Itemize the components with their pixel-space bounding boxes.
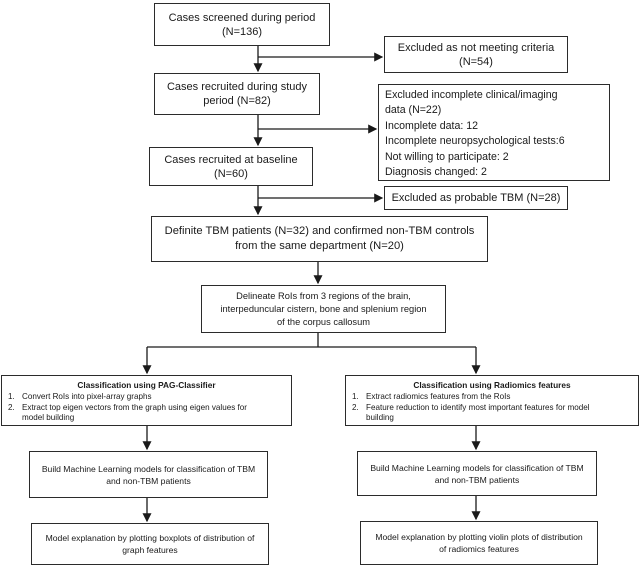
radiomics-box: Classification using Radiomics features … bbox=[345, 375, 639, 426]
step-number: 2. bbox=[8, 402, 15, 412]
left-explain-line1: Model explanation by plotting boxplots o… bbox=[45, 533, 255, 543]
right-build-line1: Build Machine Learning models for classi… bbox=[370, 462, 584, 473]
baseline-box: Cases recruited at baseline (N=60) bbox=[149, 147, 313, 186]
excluded-incomplete-line: Excluded incomplete clinical/imaging bbox=[385, 89, 558, 101]
left-build-line1: Build Machine Learning models for classi… bbox=[41, 463, 256, 474]
baseline-line2: (N=60) bbox=[214, 167, 248, 180]
excluded-criteria-box: Excluded as not meeting criteria (N=54) bbox=[384, 36, 568, 73]
pag-step-text: Convert RoIs into pixel-array graphs bbox=[22, 392, 152, 401]
right-build-models-box: Build Machine Learning models for classi… bbox=[357, 451, 597, 496]
right-explain-line2: of radiomics features bbox=[439, 544, 519, 554]
left-explain-line2: graph features bbox=[122, 545, 178, 555]
excluded-incomplete-line: Diagnosis changed: 2 bbox=[385, 166, 487, 179]
delineate-line3: of the corpus callosum bbox=[276, 316, 370, 327]
step-number bbox=[8, 413, 22, 424]
radiomics-title: Classification using Radiomics features bbox=[413, 380, 571, 390]
excluded-incomplete-line: Not willing to participate: 2 bbox=[385, 150, 509, 163]
step-number bbox=[352, 413, 366, 424]
step-number: 1. bbox=[352, 392, 359, 401]
pag-step-text: model building bbox=[22, 413, 75, 423]
recruited-line1: Cases recruited during study bbox=[166, 81, 307, 93]
baseline-line1: Cases recruited at baseline bbox=[164, 153, 298, 166]
delineate-line2: interpeduncular cistern, bone and spleni… bbox=[220, 303, 427, 314]
screened-box: Cases screened during period (N=136) bbox=[154, 3, 330, 46]
right-build-line2: and non-TBM patients bbox=[434, 474, 520, 485]
radiomics-step-text: Feature reduction to identify most impor… bbox=[366, 402, 590, 412]
screened-line2: (N=136) bbox=[221, 25, 263, 38]
excluded-criteria-line2: (N=54) bbox=[459, 55, 493, 68]
definite-line2: from the same department (N=20) bbox=[235, 240, 404, 252]
excluded-criteria-line1: Excluded as not meeting criteria bbox=[397, 41, 555, 54]
delineate-line1: Delineate RoIs from 3 regions of the bra… bbox=[236, 290, 411, 301]
radiomics-step-text: building bbox=[366, 413, 394, 423]
delineate-box: Delineate RoIs from 3 regions of the bra… bbox=[201, 285, 446, 333]
definite-box: Definite TBM patients (N=32) and confirm… bbox=[151, 216, 488, 262]
pag-step-text: Extract top eigen vectors from the graph… bbox=[22, 402, 247, 412]
step-number: 2. bbox=[352, 402, 359, 412]
recruited-box: Cases recruited during study period (N=8… bbox=[154, 73, 320, 115]
radiomics-step-text: Extract radiomics features from the RoIs bbox=[366, 392, 511, 401]
excluded-incomplete-box: Excluded incomplete clinical/imaging dat… bbox=[378, 84, 610, 181]
right-explain-box: Model explanation by plotting violin plo… bbox=[360, 521, 598, 565]
excluded-probable-box: Excluded as probable TBM (N=28) bbox=[384, 186, 568, 210]
recruited-line2: period (N=82) bbox=[203, 95, 271, 107]
definite-line1: Definite TBM patients (N=32) and confirm… bbox=[164, 225, 475, 237]
pag-classifier-title: Classification using PAG-Classifier bbox=[77, 380, 216, 390]
step-number: 1. bbox=[8, 392, 15, 401]
right-explain-line1: Model explanation by plotting violin plo… bbox=[375, 532, 583, 542]
excluded-incomplete-line: Incomplete neuropsychological tests:6 bbox=[385, 135, 565, 148]
excluded-probable-text: Excluded as probable TBM (N=28) bbox=[391, 192, 561, 204]
left-build-line2: and non-TBM patients bbox=[106, 475, 191, 486]
excluded-incomplete-line: data (N=22) bbox=[385, 104, 442, 117]
excluded-incomplete-line: Incomplete data: 12 bbox=[385, 119, 479, 132]
screened-line1: Cases screened during period bbox=[168, 11, 316, 24]
left-build-models-box: Build Machine Learning models for classi… bbox=[29, 451, 268, 498]
pag-classifier-box: Classification using PAG-Classifier 1. Co… bbox=[1, 375, 292, 426]
left-explain-box: Model explanation by plotting boxplots o… bbox=[31, 523, 269, 565]
